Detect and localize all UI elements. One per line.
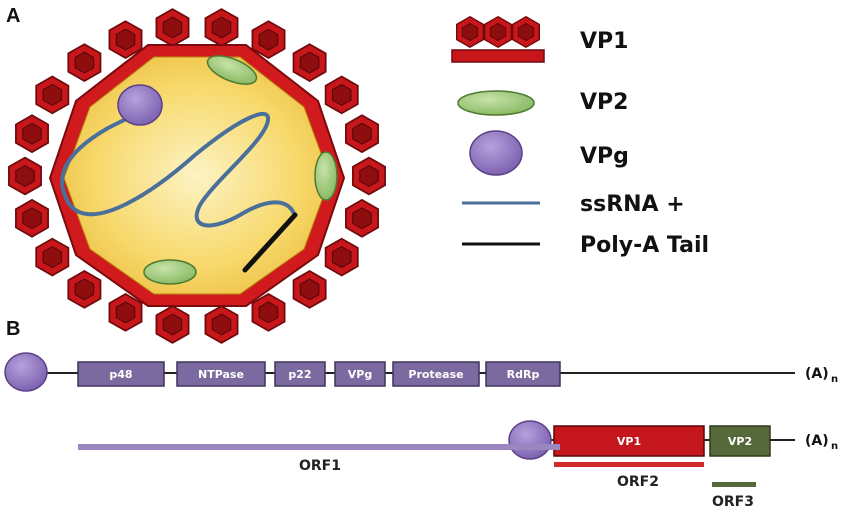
gene-p22-label: p22	[288, 368, 311, 381]
virion-vp2-icon-bottom	[143, 259, 197, 285]
gene-ntpase-label: NTPase	[198, 368, 244, 381]
virion-vp2-icon-right	[314, 151, 338, 201]
gene-rdrp: RdRp	[485, 361, 561, 387]
virion-particle	[8, 8, 386, 344]
capsomer-icon	[15, 199, 49, 238]
capsomer-icon	[35, 237, 70, 277]
panel-label-b: B	[6, 318, 20, 340]
gene-vpg-label: VPg	[348, 368, 372, 381]
orf3-label: ORF3	[712, 494, 754, 510]
capsomer-icon	[292, 270, 327, 309]
gene-protease-label: Protease	[408, 368, 463, 381]
orf3-bar	[712, 482, 756, 487]
ssrna-genome-line	[60, 111, 297, 228]
genome-vpg-icon	[4, 352, 48, 392]
legend-vpg-label: VPg	[580, 144, 629, 169]
gene-protease: Protease	[392, 361, 480, 387]
virion-vp2-icon-top	[206, 55, 258, 85]
capsomer-icon	[204, 8, 239, 47]
capsomer-icon	[292, 43, 327, 82]
legend-vp1-icon	[451, 16, 545, 63]
panel-label-a: A	[6, 5, 20, 27]
legend-vp2-icon	[457, 90, 535, 116]
polya-subgenomic: (A) n	[805, 433, 838, 452]
gene-vp2: VP2	[709, 425, 771, 457]
subgenomic-vpg-icon	[508, 420, 552, 460]
polya-subgenomic-subscript: n	[831, 441, 838, 452]
capsomer-icon	[352, 156, 386, 196]
capsomer-icon	[324, 237, 359, 277]
gene-rdrp-label: RdRp	[507, 368, 540, 381]
gene-p22: p22	[274, 361, 326, 387]
polya-subgenomic-label: (A)	[805, 433, 829, 449]
capsomer-icon	[251, 293, 286, 332]
gene-vp2-label: VP2	[728, 435, 752, 448]
gene-vp1-label: VP1	[617, 435, 641, 448]
gene-vp1: VP1	[553, 425, 705, 457]
capsomer-icon	[8, 156, 42, 196]
legend-vp1-label: VP1	[580, 29, 628, 54]
gene-ntpase: NTPase	[176, 361, 266, 387]
orf2-bar	[554, 462, 704, 467]
polya-genomic-subscript: n	[831, 374, 838, 385]
polya-tail-line	[242, 212, 298, 273]
orf2-label: ORF2	[617, 474, 659, 490]
capsomer-icon	[67, 43, 102, 82]
capsomer-icon	[67, 270, 102, 309]
capsomer-icon	[155, 305, 190, 344]
orf1-label: ORF1	[299, 458, 341, 474]
capsomer-icon	[204, 305, 239, 344]
legend-ssrna-label: ssRNA +	[580, 192, 685, 217]
legend-polya-label: Poly-A Tail	[580, 233, 709, 258]
genome-map: p48 NTPase p22 VPg Protease RdRp (A) n	[4, 352, 838, 510]
polya-genomic: (A) n	[805, 366, 838, 385]
gene-vpg: VPg	[334, 361, 386, 387]
gene-p48-label: p48	[109, 368, 132, 381]
capsomer-icon	[15, 114, 49, 153]
capsomer-icon	[324, 75, 359, 115]
capsomer-icon	[345, 114, 379, 153]
capsomer-icon	[108, 293, 143, 332]
legend: VP1 VP2 VPg ssRNA + Poly-A Tail	[451, 16, 709, 258]
orf1-bar	[78, 444, 560, 450]
capsomer-icon	[345, 199, 379, 238]
polya-genomic-label: (A)	[805, 366, 829, 382]
legend-vp2-label: VP2	[580, 90, 628, 115]
virion-vpg-icon	[117, 84, 163, 126]
capsomer-icon	[155, 8, 190, 47]
legend-vpg-icon	[469, 130, 523, 176]
gene-p48: p48	[77, 361, 165, 387]
capsomer-icon	[35, 75, 70, 115]
